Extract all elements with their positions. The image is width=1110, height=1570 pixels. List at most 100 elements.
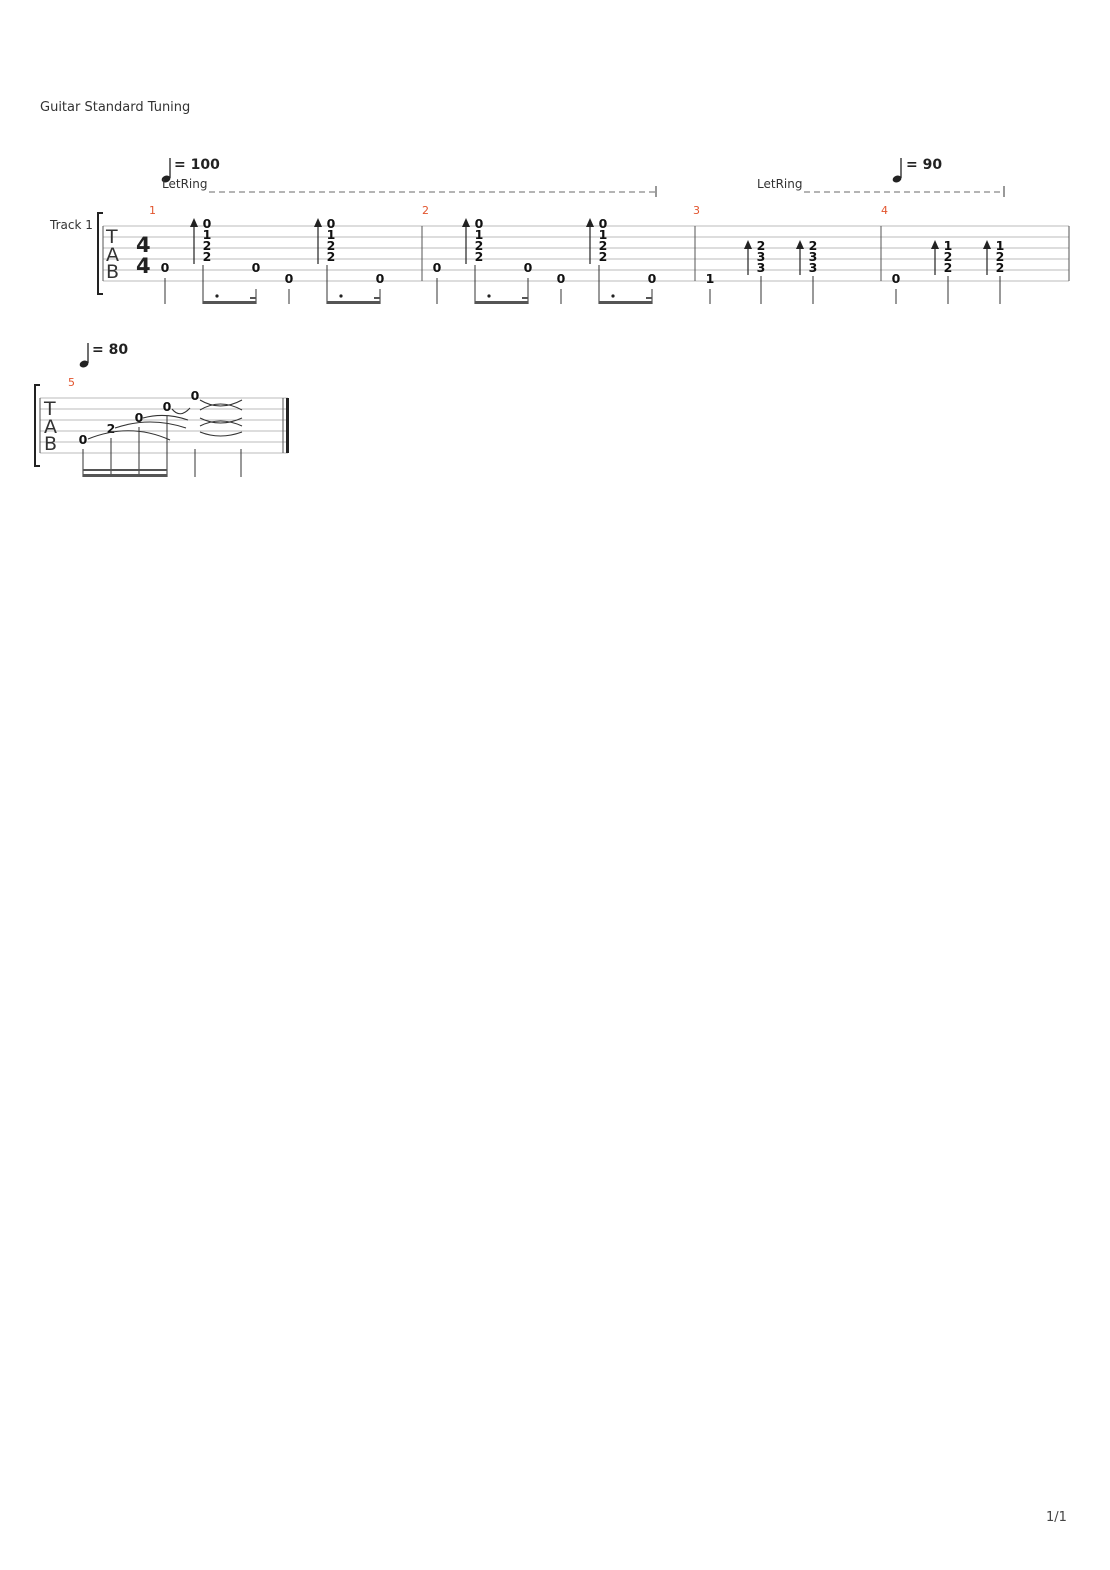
- track-name: Track 1: [49, 218, 93, 232]
- fret-number: 0: [285, 271, 294, 286]
- measure-5: 0 2 0 0 0: [79, 388, 243, 477]
- fret-number: 2: [996, 249, 1005, 264]
- tab-clef-t: T: [105, 226, 118, 248]
- beam: [83, 469, 167, 471]
- fret-number: 3: [809, 249, 818, 264]
- tempo-marking-2: = 90: [892, 157, 942, 183]
- time-signature-top: 4: [136, 233, 151, 257]
- let-ring-label: LetRing: [757, 177, 802, 191]
- quarter-note-icon: [79, 360, 89, 368]
- beam: [599, 301, 652, 304]
- fret-number: 0: [79, 432, 88, 447]
- final-barline-thick: [286, 398, 289, 453]
- fret-number: 1: [944, 238, 953, 253]
- fret-number: 2: [809, 238, 818, 253]
- fret-number: 0: [252, 260, 261, 275]
- tuning-label: Guitar Standard Tuning: [40, 100, 191, 115]
- system-1: T A B 4 4 = 100 = 90 LetRing LetRing 1 2…: [97, 157, 1070, 304]
- fret-number: 2: [599, 238, 608, 253]
- fret-number: 2: [107, 421, 116, 436]
- page-number: 1/1: [1046, 1510, 1067, 1525]
- tab-clef-b: B: [44, 433, 57, 455]
- fret-number: 0: [203, 216, 212, 231]
- rhythm-stems: [709, 276, 814, 304]
- fret-number: 3: [757, 249, 766, 264]
- measure-4: 0 1 2 2 1 2 2: [892, 238, 1005, 304]
- measure-1: 0 0 1 2 2 0 0 0 1 2 2 0: [161, 216, 385, 304]
- fret-number: 0: [163, 399, 172, 414]
- staff-lines-2: [40, 397, 288, 454]
- fret-number: 1: [599, 227, 608, 242]
- measure-3: 1 2 3 3 2 3 3: [706, 238, 818, 304]
- fret-number: 2: [599, 249, 608, 264]
- fret-number: 2: [944, 260, 953, 275]
- tempo-marking-3: = 80: [79, 342, 128, 368]
- quarter-note-icon: [161, 175, 171, 183]
- tie-arcs: [87, 399, 243, 441]
- fret-number: 2: [475, 249, 484, 264]
- fret-number: 2: [996, 260, 1005, 275]
- measure-number: 2: [422, 204, 429, 217]
- time-signature-bottom: 4: [136, 254, 151, 278]
- fret-number: 1: [706, 271, 715, 286]
- let-ring-label: LetRing: [162, 177, 207, 191]
- fret-number: 0: [557, 271, 566, 286]
- fret-number: 0: [524, 260, 533, 275]
- staff-lines-1: [103, 225, 1069, 282]
- tempo-value: = 100: [174, 157, 220, 173]
- fret-number: 0: [433, 260, 442, 275]
- tempo-marking-1: = 100: [161, 157, 220, 183]
- measure-2: 0 0 1 2 2 0 0 0 1 2 2 0: [433, 216, 657, 304]
- fret-number: 3: [809, 260, 818, 275]
- quarter-note-icon: [892, 175, 902, 183]
- up-strum-icon: [190, 218, 198, 264]
- fret-number: 2: [475, 238, 484, 253]
- fret-number: 2: [203, 249, 212, 264]
- rhythm-stems: [895, 276, 1001, 304]
- fret-number: 2: [327, 249, 336, 264]
- fret-number: 0: [648, 271, 657, 286]
- tab-clef-a: A: [44, 416, 57, 438]
- fret-number: 2: [327, 238, 336, 253]
- system-bracket: [97, 212, 103, 295]
- up-strum-icon: [931, 240, 939, 275]
- tab-clef-t: T: [43, 398, 56, 420]
- fret-number: 1: [475, 227, 484, 242]
- fret-number: 0: [599, 216, 608, 231]
- fret-number: 0: [376, 271, 385, 286]
- measure-number: 3: [693, 204, 700, 217]
- system-2: = 80 5 T A B 0 2 0 0 0: [34, 342, 289, 477]
- fret-number: 0: [161, 260, 170, 275]
- measure-number: 1: [149, 204, 156, 217]
- measure-number: 4: [881, 204, 888, 217]
- fret-number: 0: [475, 216, 484, 231]
- up-strum-icon: [314, 218, 322, 264]
- fret-number: 0: [892, 271, 901, 286]
- tempo-value: = 90: [906, 157, 942, 173]
- beam: [203, 301, 256, 304]
- rhythm-stems: [164, 265, 381, 304]
- up-strum-icon: [586, 218, 594, 264]
- fret-number: 2: [944, 249, 953, 264]
- fret-number: 2: [203, 238, 212, 253]
- fret-number: 1: [327, 227, 336, 242]
- system-bracket: [34, 384, 40, 467]
- up-strum-icon: [744, 240, 752, 275]
- fret-number: 0: [135, 410, 144, 425]
- fret-number: 1: [996, 238, 1005, 253]
- up-strum-icon: [983, 240, 991, 275]
- up-strum-icon: [462, 218, 470, 264]
- tab-clef-a: A: [106, 244, 119, 266]
- fret-number: 1: [203, 227, 212, 242]
- tab-clef-b: B: [106, 261, 119, 283]
- fret-number: 2: [757, 238, 766, 253]
- fret-number: 0: [327, 216, 336, 231]
- beam: [83, 474, 167, 477]
- fret-number: 0: [191, 388, 200, 403]
- beam: [475, 301, 528, 304]
- tempo-value: = 80: [92, 342, 128, 358]
- beam: [327, 301, 380, 304]
- measure-number: 5: [68, 376, 75, 389]
- up-strum-icon: [796, 240, 804, 275]
